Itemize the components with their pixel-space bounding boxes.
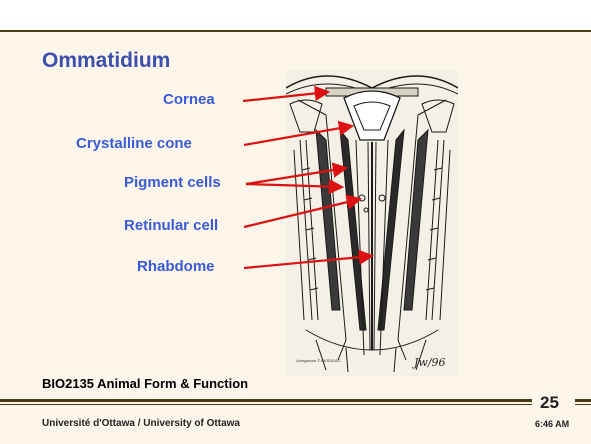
arrow-pigment-cells-lower: [246, 184, 342, 187]
university-name: Université d'Ottawa / University of Otta…: [42, 418, 240, 429]
arrow-crystalline-cone: [244, 126, 352, 145]
page-number: 25: [540, 393, 559, 413]
slide-time: 6:46 AM: [535, 419, 569, 429]
arrow-retinular-cell: [244, 199, 360, 227]
footer-rule-thick: [0, 399, 532, 402]
footer-rule-thin: [0, 404, 532, 405]
arrow-rhabdome: [244, 256, 372, 268]
footer-rule-tick-thin: [575, 404, 591, 405]
arrow-cornea: [243, 92, 328, 101]
footer-rule-tick-thick: [575, 399, 591, 402]
arrow-pigment-cells-upper: [246, 168, 346, 184]
course-title: BIO2135 Animal Form & Function: [42, 376, 248, 391]
